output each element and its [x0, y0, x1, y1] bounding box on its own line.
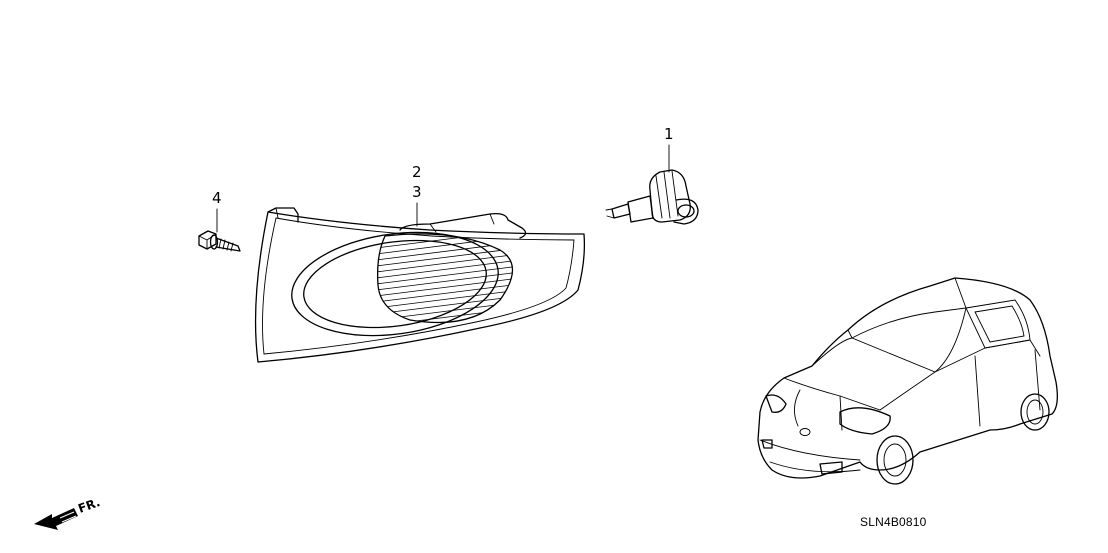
housing-bezel — [254, 211, 586, 363]
front-arrow-icon — [34, 508, 78, 530]
vehicle-body — [757, 277, 1058, 479]
vehicle-foglight — [819, 461, 843, 475]
vehicle-headlight — [839, 407, 891, 435]
front-label: FR. — [76, 495, 102, 516]
vehicle-rear-wheel — [1020, 393, 1050, 431]
housing-oval-outer — [291, 231, 499, 337]
vehicle-front-wheel — [876, 435, 914, 485]
diagram-code: SLN4B0810 — [860, 515, 927, 529]
callout-bulb: 1 — [664, 125, 674, 143]
screw-head — [198, 230, 217, 250]
callout-housing-2: 2 — [412, 163, 422, 181]
screw-part: 4 — [198, 189, 241, 252]
bulb-part: 1 — [605, 125, 699, 225]
foglight-housing-part: 2 3 — [254, 163, 586, 363]
bulb-base — [649, 169, 691, 223]
vehicle-locator — [757, 277, 1058, 485]
callout-screw: 4 — [212, 189, 222, 207]
front-direction-indicator: FR. — [34, 495, 102, 530]
housing-oval-inner — [303, 239, 487, 329]
callout-housing-3: 3 — [412, 183, 422, 201]
bulb-glass — [611, 203, 631, 219]
